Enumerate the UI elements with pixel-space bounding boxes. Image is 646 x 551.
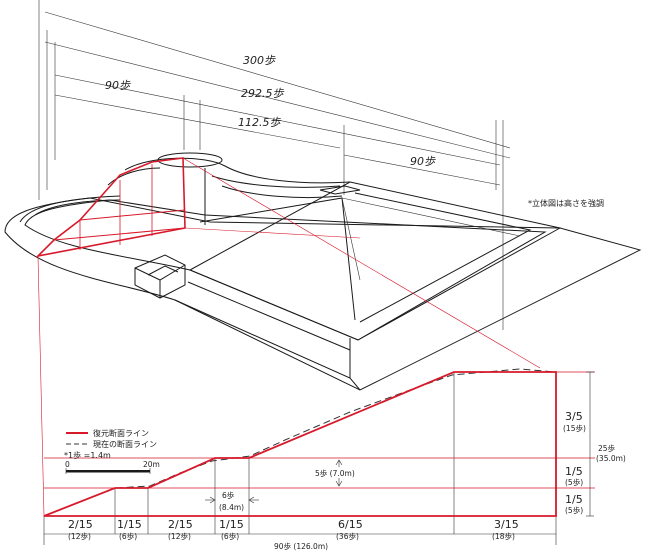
span-frac-5: 6/15 (338, 518, 363, 531)
exaggeration-note: *立体図は高さを強調 (528, 198, 604, 208)
dim-label-300: 300歩 (243, 54, 276, 67)
scale-bar: 0 20m (65, 460, 160, 474)
height-sub-bottom: (5歩) (565, 505, 583, 515)
height-sub-middle: (5歩) (565, 477, 583, 487)
scale-zero-label: 0 (65, 460, 70, 469)
height-frac-top: 3/5 (565, 410, 583, 423)
total-width-label: 90歩 (126.0m) (274, 541, 328, 551)
inner-width-label: 6歩 (222, 490, 235, 500)
restored-section-line (43, 371, 557, 517)
span-frac-2: 1/15 (117, 518, 142, 531)
span-frac-3: 2/15 (168, 518, 193, 531)
legend-restored-label: 復元断面ライン (93, 428, 149, 438)
inner-height-label: 5歩 (7.0m) (315, 468, 355, 478)
scale-end-label: 20m (143, 460, 160, 469)
inner-width-meter-label: (8.4m) (219, 503, 244, 512)
span-sub-3: (12歩) (168, 531, 191, 541)
span-sub-4: (6歩) (221, 531, 239, 541)
bottom-span-labels: 2/15 (12歩) 1/15 (6歩) 2/15 (12歩) 1/15 (6歩… (68, 518, 519, 551)
dim-label-292-5: 292.5歩 (241, 87, 284, 100)
dim-label-90-left: 90歩 (105, 79, 131, 92)
perspective-reference-lines (38, 0, 511, 330)
dim-label-112-5: 112.5歩 (238, 116, 281, 129)
legend-unit-note: *1歩 =1.4m (64, 450, 111, 460)
restored-outline-3d (35, 157, 541, 517)
height-frac-bottom: 1/5 (565, 493, 583, 506)
right-height-labels: 3/5 (15歩) 1/5 (5歩) 1/5 (5歩) 25歩 (35.0m) (563, 410, 626, 515)
height-sub-top: (15歩) (563, 423, 586, 433)
cross-section: 5歩 (7.0m) 6歩 (8.4m) 2/15 (12歩) 1/15 (6歩)… (43, 368, 626, 551)
inner-width-dimension: 6歩 (8.4m) (205, 490, 259, 512)
legend: 復元断面ライン 現在の断面ライン *1歩 =1.4m 0 20m (64, 428, 160, 474)
span-sub-5: (36歩) (336, 531, 359, 541)
span-sub-2: (6歩) (119, 531, 137, 541)
total-height-meter-label: (35.0m) (596, 454, 626, 463)
span-frac-1: 2/15 (68, 518, 93, 531)
span-sub-6: (18歩) (492, 531, 515, 541)
span-frac-4: 1/15 (219, 518, 244, 531)
inner-height-dimension: 5歩 (7.0m) (313, 459, 363, 487)
mound-3d-drawing (4, 152, 642, 391)
height-frac-middle: 1/5 (565, 465, 583, 478)
span-frac-6: 3/15 (494, 518, 519, 531)
legend-current-label: 現在の断面ライン (93, 439, 157, 449)
perspective-view: 300歩 292.5歩 90歩 112.5歩 90歩 *立体図は高さを強調 (4, 0, 642, 517)
total-height-label: 25歩 (598, 443, 616, 453)
span-sub-1: (12歩) (68, 531, 91, 541)
dim-label-90-right: 90歩 (410, 155, 436, 168)
